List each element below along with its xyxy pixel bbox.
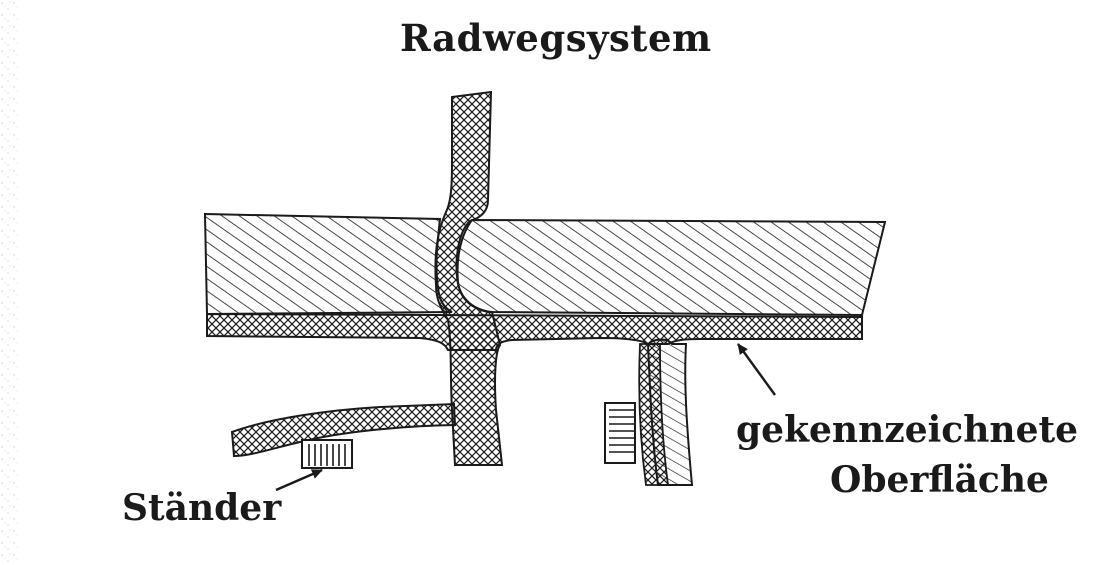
page-edge-texture [0, 0, 18, 565]
horizontal-bike-path [206, 312, 863, 351]
marked-surface-label-line1: gekennzeichnete [736, 409, 1078, 451]
arrow-icon [737, 343, 776, 396]
bike-stand-icon [604, 402, 636, 464]
side-path-marked-strip [638, 343, 670, 486]
vertical-bike-path [434, 90, 504, 466]
bike-stand-icon [301, 439, 353, 469]
arrow-icon [275, 468, 323, 492]
curved-bike-path [230, 402, 457, 458]
diagram-title: Radwegsystem [400, 16, 712, 60]
stand-label: Ständer [122, 487, 282, 529]
roadway-band [203, 212, 887, 317]
marked-surface-label-line2: Oberfläche [830, 459, 1049, 501]
